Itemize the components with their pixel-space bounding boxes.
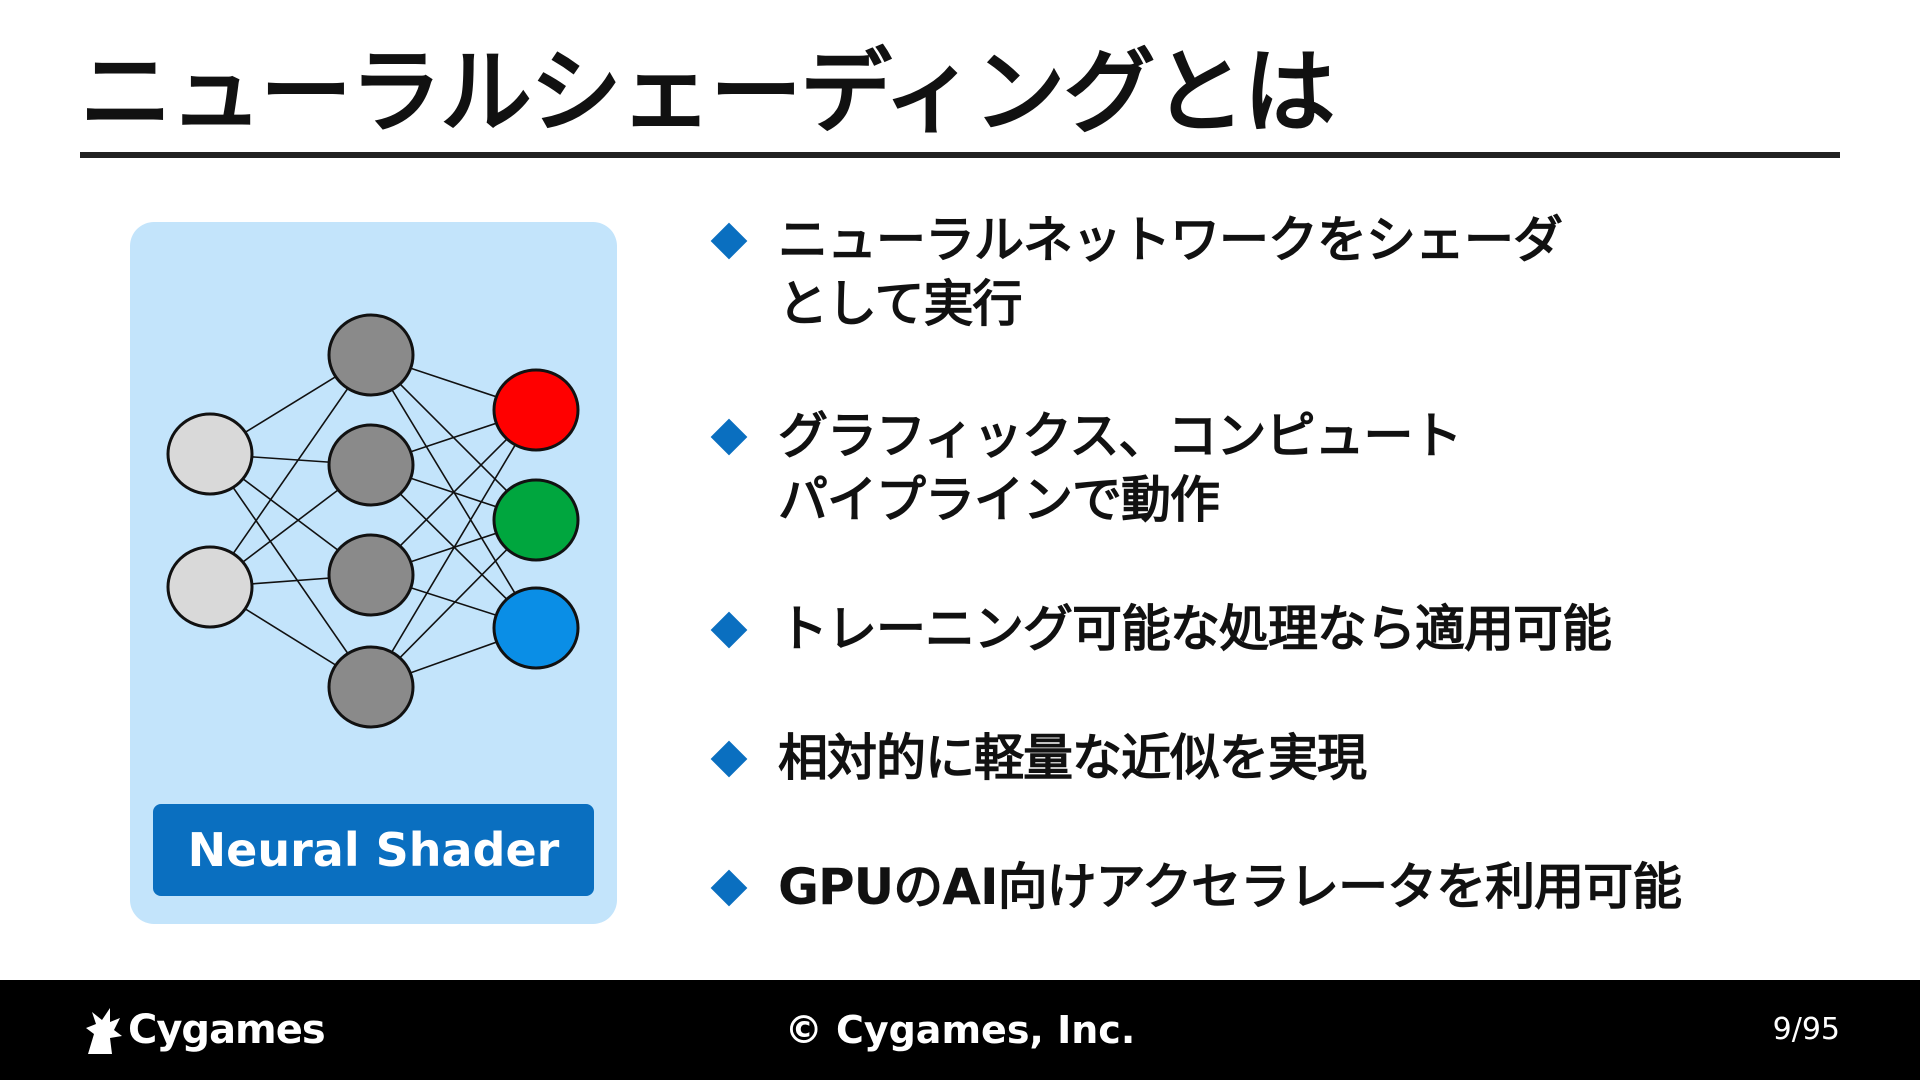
bullet-text: GPUのAI向けアクセラレータを利用可能: [778, 858, 1682, 916]
diamond-bullet-icon: [710, 418, 748, 456]
bullet-text: 相対的に軽量な近似を実現: [778, 729, 1367, 787]
bullet-item: ニューラルネットワークをシェーダ として実行: [708, 208, 1563, 336]
input-node: [166, 545, 254, 629]
output-node: [492, 478, 580, 562]
bullet-text: ニューラルネットワークをシェーダ として実行: [778, 211, 1563, 333]
diamond-bullet-icon: [710, 740, 748, 778]
hidden-node: [327, 313, 415, 397]
bullet-item: グラフィックス、コンピュート パイプラインで動作: [708, 404, 1462, 532]
copyright-text: © Cygames, Inc.: [784, 1008, 1136, 1052]
neural-network-graph: [166, 313, 580, 729]
cygames-logo: Cygames: [80, 980, 326, 1080]
diamond-bullet-icon: [710, 611, 748, 649]
brand-name: Cygames: [128, 1007, 326, 1053]
bullet-text: グラフィックス、コンピュート パイプラインで動作: [778, 407, 1462, 529]
network-connection: [209, 354, 372, 588]
input-node: [166, 412, 254, 496]
neural-shader-label: Neural Shader: [153, 804, 594, 896]
output-node: [492, 368, 580, 452]
hidden-node: [327, 533, 415, 617]
hidden-node: [327, 645, 415, 729]
bullet-item: GPUのAI向けアクセラレータを利用可能: [708, 855, 1682, 919]
page-number: 9/95: [1772, 1012, 1840, 1047]
slide-title: ニューラルシェーディングとは: [80, 39, 1336, 146]
output-node: [492, 586, 580, 670]
diamond-bullet-icon: [710, 869, 748, 907]
cygames-logo-icon: [86, 1008, 122, 1054]
network-connection: [209, 453, 372, 688]
bullet-item: トレーニング可能な処理なら適用可能: [708, 597, 1612, 661]
hidden-node: [327, 423, 415, 507]
title-divider: [80, 152, 1840, 158]
network-connection: [370, 409, 537, 688]
diamond-bullet-icon: [710, 222, 748, 260]
neural-shader-diagram: Neural Shader: [130, 222, 617, 924]
bullet-text: トレーニング可能な処理なら適用可能: [778, 600, 1612, 658]
footer-bar: Cygames © Cygames, Inc. 9/95: [0, 980, 1920, 1080]
bullet-item: 相対的に軽量な近似を実現: [708, 726, 1367, 790]
